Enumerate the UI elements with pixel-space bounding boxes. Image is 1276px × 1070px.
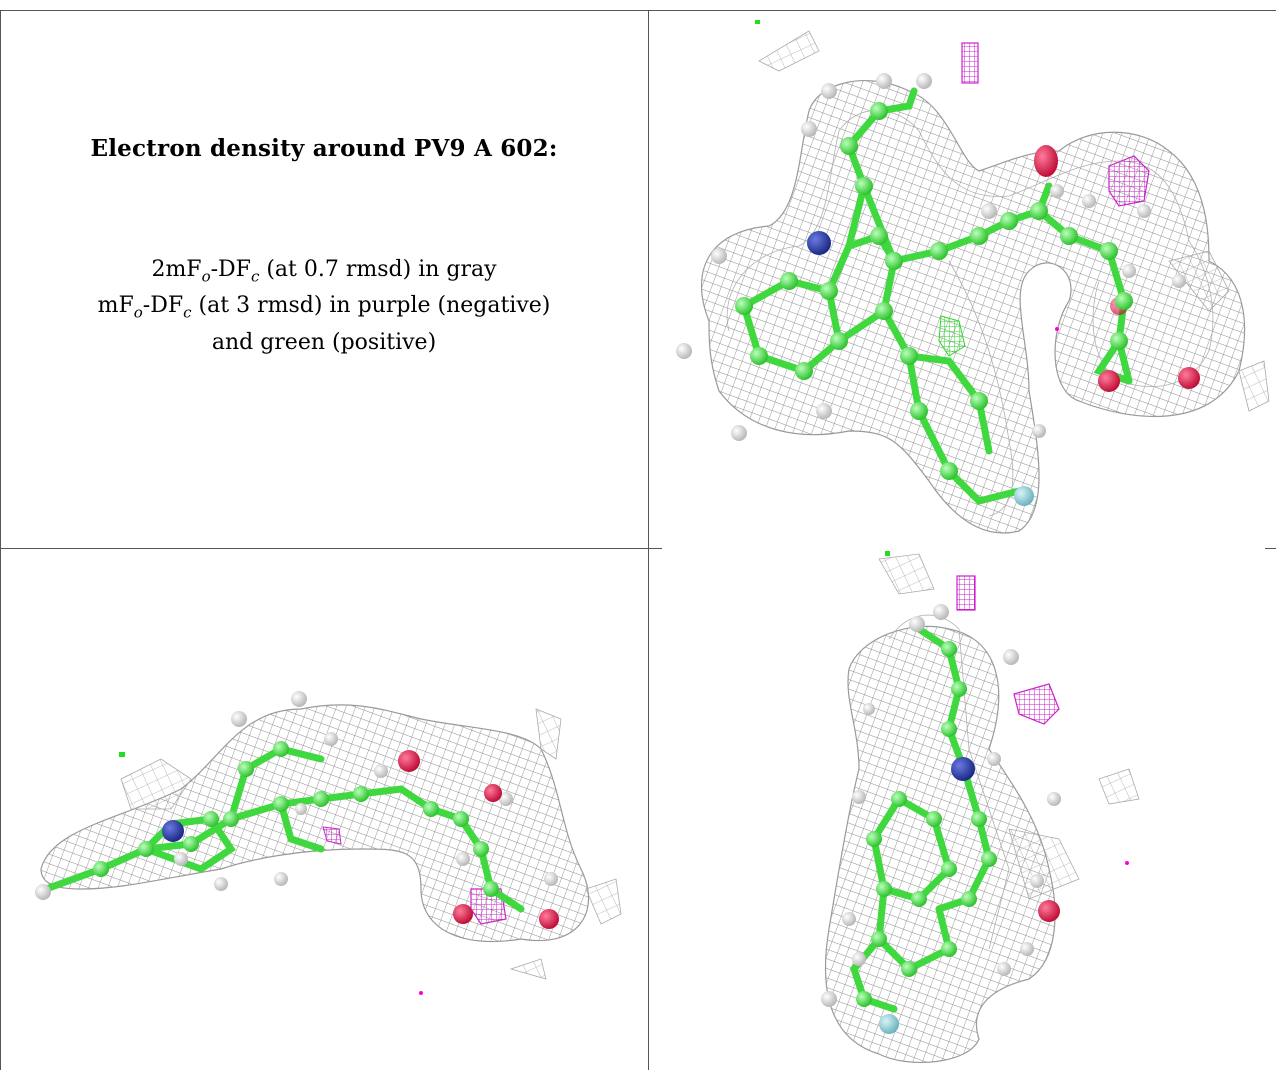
legend-line-gray: 2mFo-DFc (at 0.7 rmsd) in gray: [151, 257, 497, 286]
border-middle: [648, 10, 649, 1070]
stray-gray-mesh-2: [1168, 250, 1230, 312]
border-right-stub: [1265, 548, 1276, 549]
oxygen-atom-3: [453, 904, 473, 924]
legend-line-positive: and green (positive): [211, 329, 437, 355]
density-view-bottom-left: [1, 549, 648, 1070]
carbon-atoms: [856, 641, 997, 1007]
oxygen-atom-1: [398, 750, 420, 772]
negative-density-speck: [1055, 327, 1059, 331]
positive-density-speck: [885, 551, 890, 556]
caption-panel: Electron density around PV9 A 602: 2mFo-…: [0, 10, 648, 558]
gray-density-mesh: [40, 704, 590, 943]
stray-gray-mesh: [758, 30, 820, 72]
border-top: [0, 10, 1276, 11]
stray-gray-mesh-3: [1008, 828, 1080, 900]
oxygen-atom-2: [484, 784, 502, 802]
molecule-render-bottom-right: [821, 551, 1140, 1064]
stray-gray-mesh-2: [535, 708, 562, 760]
hydrogen-atoms: [821, 604, 1061, 1007]
density-legend: 2mFo-DFc (at 0.7 rmsd) in gray mFo-DFc (…: [0, 255, 648, 358]
stray-gray-mesh-3: [585, 878, 622, 925]
border-middle-horizontal-left: [0, 548, 648, 549]
gray-density-mesh: [700, 80, 1246, 534]
negative-density-blob-2: [1013, 683, 1060, 725]
figure-title: Electron density around PV9 A 602:: [90, 135, 558, 162]
oxygen-atom-1: [1034, 145, 1058, 177]
fluorine-atom: [879, 1014, 899, 1034]
gray-density-mesh-overlay: [726, 109, 1214, 517]
border-middle-horizontal-stub: [630, 548, 662, 549]
nitrogen-atom: [807, 231, 831, 255]
negative-density-speck: [419, 991, 423, 995]
stray-gray-mesh-2: [1098, 768, 1140, 805]
positive-density-blob: [938, 315, 966, 357]
molecule-render-bottom-left: [35, 691, 622, 995]
fluorine-atom: [1014, 486, 1034, 506]
oxygen-atom-2: [1098, 370, 1120, 392]
negative-density-speck: [1125, 861, 1129, 865]
carbon-atoms: [735, 102, 1133, 480]
negative-density-blob-1: [961, 42, 979, 84]
border-left: [0, 10, 1, 1070]
positive-density-speck: [755, 20, 760, 24]
oxygen-atom-4: [539, 909, 559, 929]
oxygen-atom-1: [1038, 900, 1060, 922]
stray-gray-mesh: [120, 758, 192, 810]
molecule-render-top-right: [676, 20, 1270, 534]
stray-gray-mesh: [878, 553, 935, 595]
nitrogen-atom: [951, 757, 975, 781]
hydrogen-atoms: [35, 691, 558, 900]
stray-gray-mesh-3: [1238, 360, 1270, 412]
oxygen-atom-3: [1178, 367, 1200, 389]
nitrogen-atom: [162, 820, 184, 842]
positive-density-speck: [119, 752, 125, 757]
legend-line-difference: mFo-DFc (at 3 rmsd) in purple (negative): [97, 293, 551, 322]
density-view-bottom-right: [649, 549, 1276, 1070]
stray-gray-mesh-4: [509, 958, 547, 980]
negative-density-blob-1: [956, 575, 976, 611]
hydrogen-atoms: [676, 73, 1186, 441]
density-view-top-right: [649, 11, 1276, 548]
carbon-atoms: [93, 741, 499, 897]
negative-density-blob-2: [322, 826, 342, 845]
negative-density-blob-2: [1108, 155, 1150, 207]
